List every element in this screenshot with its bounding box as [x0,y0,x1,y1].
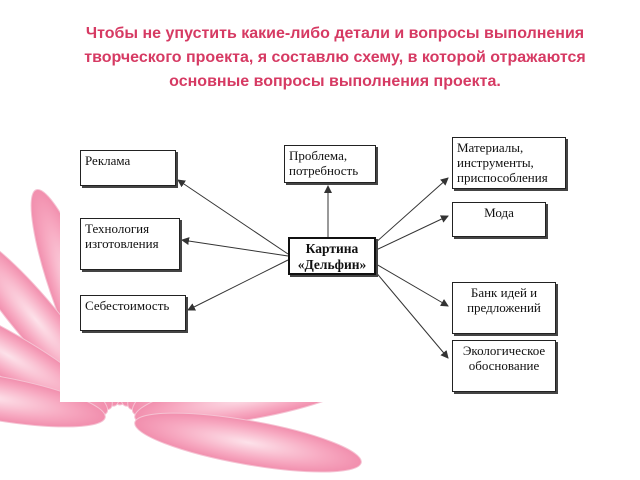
arrow-to-cost [187,259,289,311]
arrow-to-ecology [373,269,449,359]
arrow-to-advertising [177,179,289,255]
node-materials: Материалы, инструменты, приспособления [452,137,566,189]
node-problem: Проблема, потребность [284,145,376,183]
diagram-canvas [60,0,640,402]
arrow-to-fashion [375,215,449,251]
node-ideas-bank: Банк идей и предложений [452,282,556,334]
node-advertising: Реклама [80,150,176,186]
arrow-to-ideas-bank [375,263,449,307]
node-cost: Себестоимость [80,295,186,331]
node-technology: Технология изготовления [80,218,180,270]
arrow-to-materials [373,177,449,245]
node-fashion: Мода [452,202,546,237]
center-node: Картина «Дельфин» [288,237,376,275]
node-ecology: Экологическое обоснование [452,340,556,392]
arrow-to-technology [181,237,289,257]
page-heading: Чтобы не упустить какие-либо детали и во… [84,25,586,90]
